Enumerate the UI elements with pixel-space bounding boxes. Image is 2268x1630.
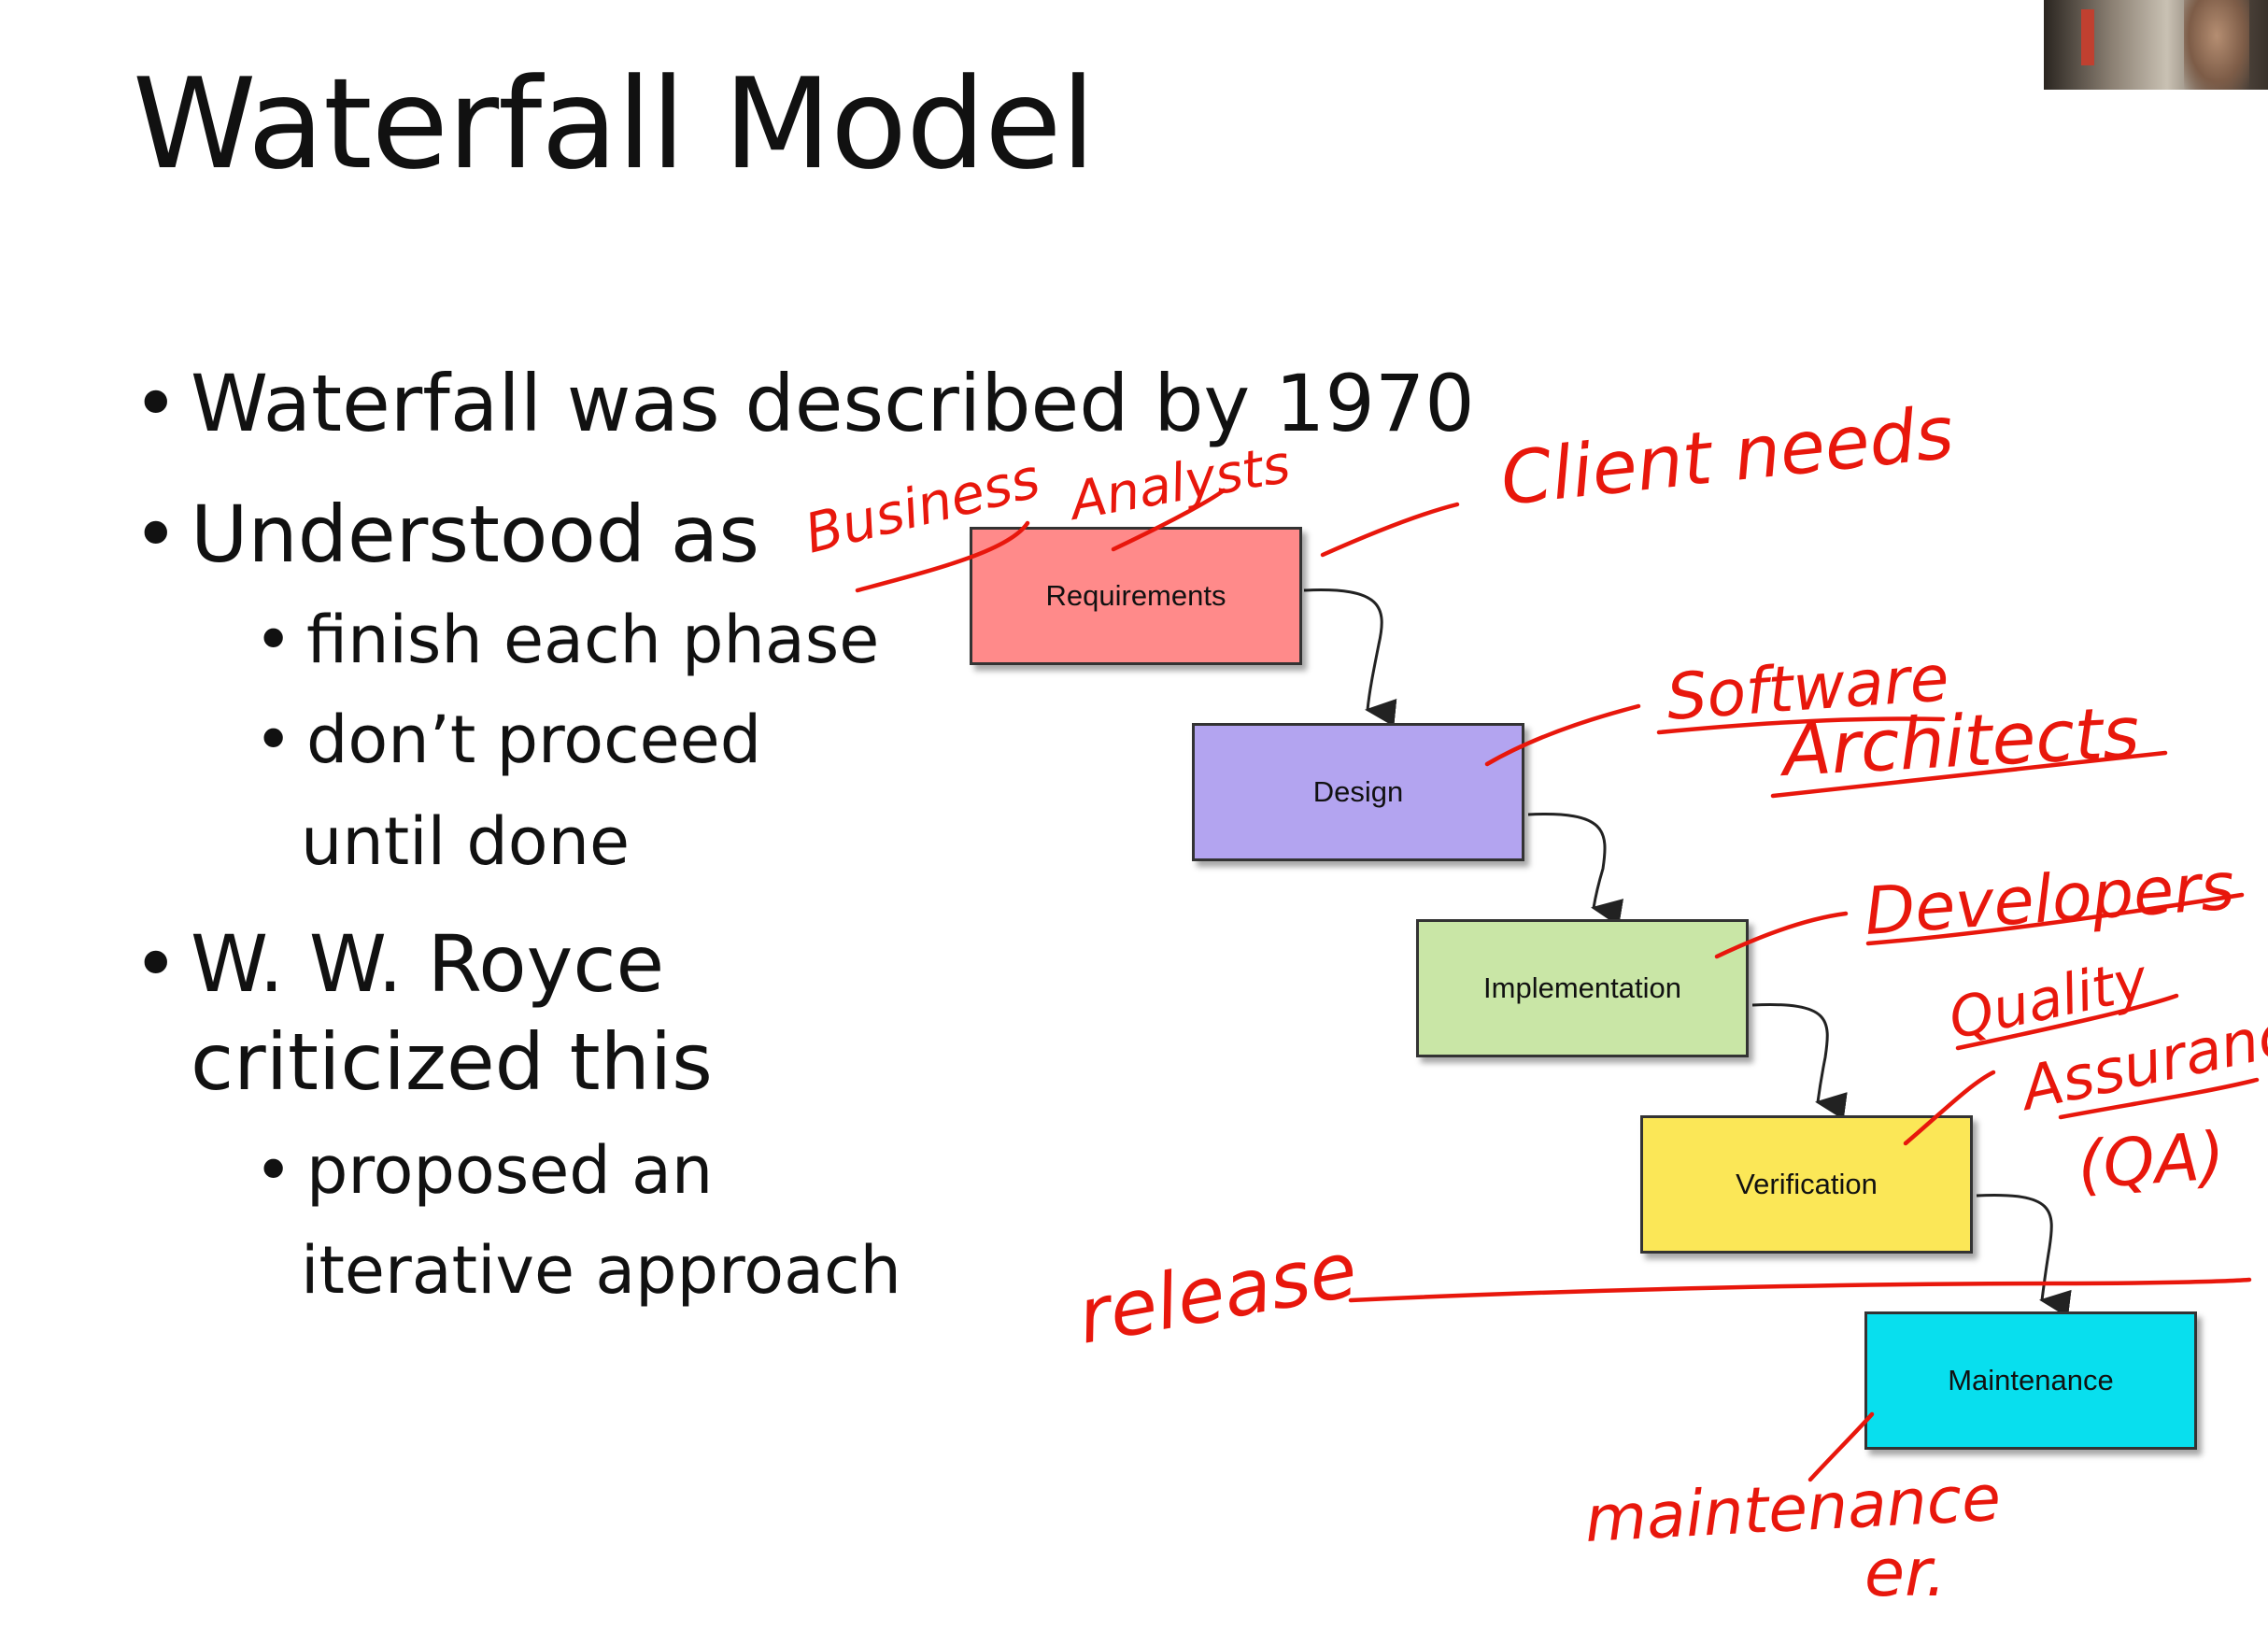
bullet-item: Waterfall was described by 1970 [133, 364, 1475, 443]
bullet-item: W. W. Royce [133, 925, 664, 1003]
presenter-face [2184, 0, 2249, 90]
connector-arrow [1751, 1003, 1848, 1120]
ink-underline [2058, 1077, 2260, 1120]
background-picture-frame [2081, 9, 2094, 65]
note-maintenance-er: er. [1864, 1535, 1947, 1611]
sub-bullet-continuation: iterative approach [301, 1232, 901, 1309]
note-release: release [1071, 1226, 1364, 1362]
release-line [1348, 1277, 2252, 1303]
webcam-thumbnail[interactable] [2044, 0, 2268, 90]
phase-box-design: Design [1192, 723, 1524, 861]
ink-pointer [1903, 1070, 1996, 1146]
bullet-continuation: criticized this [191, 1016, 713, 1108]
ink-pointer [1320, 502, 1460, 558]
ink-underline [855, 520, 1030, 593]
ink-underline [1865, 892, 2245, 946]
connector-arrow [1527, 813, 1624, 927]
ink-underline [1955, 993, 2179, 1051]
phase-label: Design [1312, 775, 1404, 808]
phase-label: Requirements [1045, 579, 1226, 612]
note-client-needs: Client needs [1497, 391, 1958, 522]
note-qa: (QA) [2075, 1117, 2227, 1204]
phase-box-requirements: Requirements [970, 527, 1302, 665]
sub-bullet-item: don’t proceed [254, 707, 761, 772]
ink-underline [1770, 750, 2168, 799]
note-business: Business [799, 446, 1046, 566]
phase-box-verification: Verification [1640, 1115, 1973, 1254]
note-developers: Developers [1862, 848, 2236, 950]
slide-title: Waterfall Model [133, 51, 1096, 197]
phase-label: Maintenance [1948, 1364, 2114, 1396]
sub-bullet-item: proposed an [254, 1138, 713, 1203]
sub-bullet-item: finish each phase [254, 607, 879, 673]
ink-pointer [1484, 703, 1641, 767]
ink-pointer [1714, 911, 1849, 959]
ink-underline [1111, 488, 1226, 552]
ink-underline [1656, 716, 1946, 735]
phase-label: Verification [1736, 1168, 1878, 1200]
phase-box-implementation: Implementation [1416, 919, 1749, 1057]
bullet-item: Understood as [133, 495, 759, 574]
connector-arrow [1303, 588, 1397, 727]
phase-label: Implementation [1483, 971, 1681, 1004]
sub-bullet-continuation: until done [301, 803, 631, 880]
ink-pointer [1807, 1411, 1875, 1482]
phase-box-maintenance: Maintenance [1864, 1311, 2197, 1450]
